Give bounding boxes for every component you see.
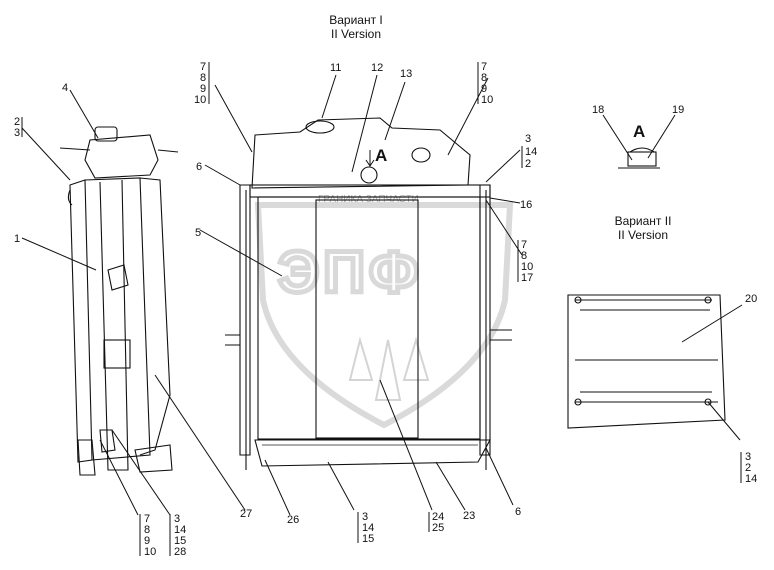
stack-bottom-left: 7 8 9 10 — [139, 513, 156, 558]
stack-item: 15 — [362, 533, 374, 545]
stack-item: 10 — [194, 94, 206, 106]
stack-item: 7 — [521, 239, 527, 251]
watermark-wheat-icon — [348, 336, 430, 401]
center-core — [315, 199, 419, 439]
stack-item: 25 — [432, 522, 444, 534]
stack-item: 3 — [14, 127, 20, 139]
stack-item: 2 — [525, 158, 531, 170]
stack-item: 10 — [144, 546, 156, 558]
stack-bottom-left2: 3 14 15 28 — [169, 513, 186, 558]
stack-item: 9 — [481, 83, 487, 95]
stack-item: 14 — [362, 522, 374, 534]
callout-4: 4 — [62, 82, 68, 94]
stack-item: 8 — [521, 250, 527, 262]
callout-labels: 1 4 5 6 6 11 12 13 16 18 19 20 23 26 27 — [14, 62, 757, 526]
callout-1: 1 — [14, 233, 20, 245]
stack-item: 3 — [362, 511, 368, 523]
stack-item: 7 — [481, 61, 487, 73]
leader-lines — [21, 74, 743, 516]
stack-right-mid: 7 8 10 17 — [517, 239, 533, 284]
stack-right-top: 3 14 2 — [521, 133, 537, 170]
stack-item: 8 — [481, 72, 487, 84]
stack-item: 8 — [144, 524, 150, 536]
stack-item: 14 — [745, 473, 757, 485]
view-a-detail: A — [618, 122, 660, 169]
front-view-radiator: A — [225, 117, 512, 470]
stack-item: 2 — [14, 116, 20, 128]
stack-item: 7 — [200, 61, 206, 73]
stack-item: 3 — [525, 133, 531, 145]
tank-cap — [94, 126, 118, 142]
stack-item: 28 — [174, 546, 186, 558]
watermark-shield — [254, 202, 514, 429]
variant1-caption-ru: Вариант I — [329, 13, 383, 27]
callout-6b: 6 — [515, 506, 521, 518]
side-view-radiator — [59, 126, 179, 476]
stack-item: 14 — [174, 524, 186, 536]
watermark-text: ЭПФ — [278, 240, 422, 305]
stack-item: 9 — [144, 535, 150, 547]
stack-left-top: 2 3 — [14, 116, 23, 139]
callout-20: 20 — [745, 293, 757, 305]
callout-16: 16 — [520, 199, 532, 211]
stack-item: 14 — [525, 146, 537, 158]
callout-23: 23 — [463, 510, 475, 522]
variant2-caption-ru: Вариант II — [615, 214, 672, 228]
variant2-caption-en: II Version — [618, 228, 668, 242]
stack-item: 10 — [481, 94, 493, 106]
stack-top-right: 7 8 9 10 — [477, 61, 493, 106]
callout-13: 13 — [400, 68, 412, 80]
stack-top-left: 7 8 9 10 — [194, 61, 210, 106]
view-a-title: A — [633, 122, 645, 141]
stack-bottom-mid: 3 14 15 — [357, 511, 374, 545]
stack-item: 17 — [521, 272, 533, 284]
callout-12: 12 — [371, 62, 383, 74]
stack-item: 2 — [745, 462, 751, 474]
callout-27: 27 — [240, 508, 252, 520]
variant2-panel — [567, 294, 726, 429]
stack-item: 15 — [174, 535, 186, 547]
callout-6: 6 — [196, 161, 202, 173]
stack-item: 3 — [745, 451, 751, 463]
view-a-arrow-label: A — [375, 146, 387, 165]
filler-cap — [305, 120, 335, 134]
callout-5: 5 — [195, 227, 201, 239]
callout-26: 26 — [287, 514, 299, 526]
callout-18: 18 — [592, 104, 604, 116]
callout-19: 19 — [672, 104, 684, 116]
lower-tank — [254, 439, 491, 467]
variant1-caption-en: II Version — [331, 27, 381, 41]
stack-item: 3 — [174, 513, 180, 525]
stack-item: 8 — [200, 72, 206, 84]
callout-11: 11 — [330, 62, 341, 74]
stack-bottom-mid2: 24 25 — [428, 511, 444, 534]
stack-item: 24 — [432, 511, 444, 523]
stack-variant2: 3 2 14 — [740, 451, 757, 485]
upper-tank — [251, 117, 471, 189]
stack-item: 9 — [200, 83, 206, 95]
stack-item: 7 — [144, 513, 150, 525]
expansion-tank — [84, 134, 159, 179]
stack-item: 10 — [521, 261, 533, 273]
